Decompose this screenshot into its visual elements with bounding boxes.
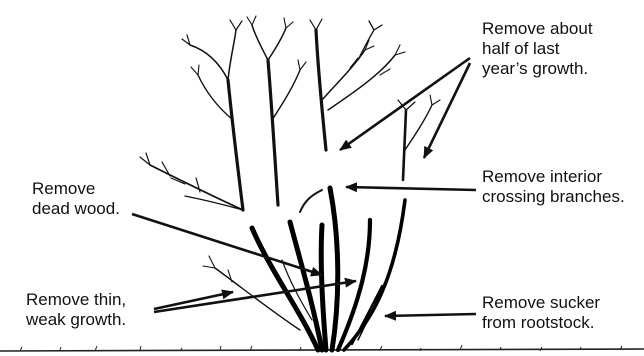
label-remove-dead-wood: Remove dead wood.	[32, 179, 120, 219]
label-remove-sucker: Remove sucker from rootstock.	[482, 293, 600, 333]
label-remove-thin-growth: Remove thin, weak growth.	[26, 290, 126, 330]
label-remove-crossing-branches: Remove interior crossing branches.	[482, 167, 625, 207]
arrow-thin-b	[154, 281, 356, 312]
lower-canes	[252, 188, 405, 350]
arrow-crossing	[346, 187, 476, 190]
arrow-half-growth-b	[424, 63, 470, 158]
upper-canes	[140, 16, 440, 212]
label-remove-half-growth: Remove about half of last year’s growth.	[482, 19, 593, 79]
arrow-sucker	[385, 314, 476, 316]
